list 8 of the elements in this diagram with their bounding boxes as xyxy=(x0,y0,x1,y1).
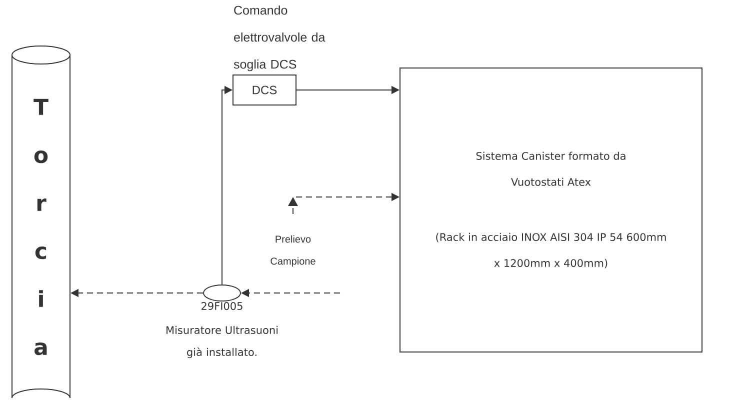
node-label: Misuratore Ultrasuoni già installato. xyxy=(166,326,278,358)
system-box: Sistema Canister formato da Vuotostati Atex (Rack in acciaio INOX AISI 304 IP 54 600mm x 1200mm x 400mm) xyxy=(400,68,702,352)
process-box: DCS xyxy=(232,74,296,106)
flowmeter-ellipse xyxy=(203,284,241,302)
edge-label: Prelievo Campione xyxy=(257,234,329,268)
node-label: 29FI005 xyxy=(202,302,242,310)
cylinder: Torcia xyxy=(12,46,70,398)
node-label: Comando elettrovalvole da soglia DCS xyxy=(234,6,326,72)
